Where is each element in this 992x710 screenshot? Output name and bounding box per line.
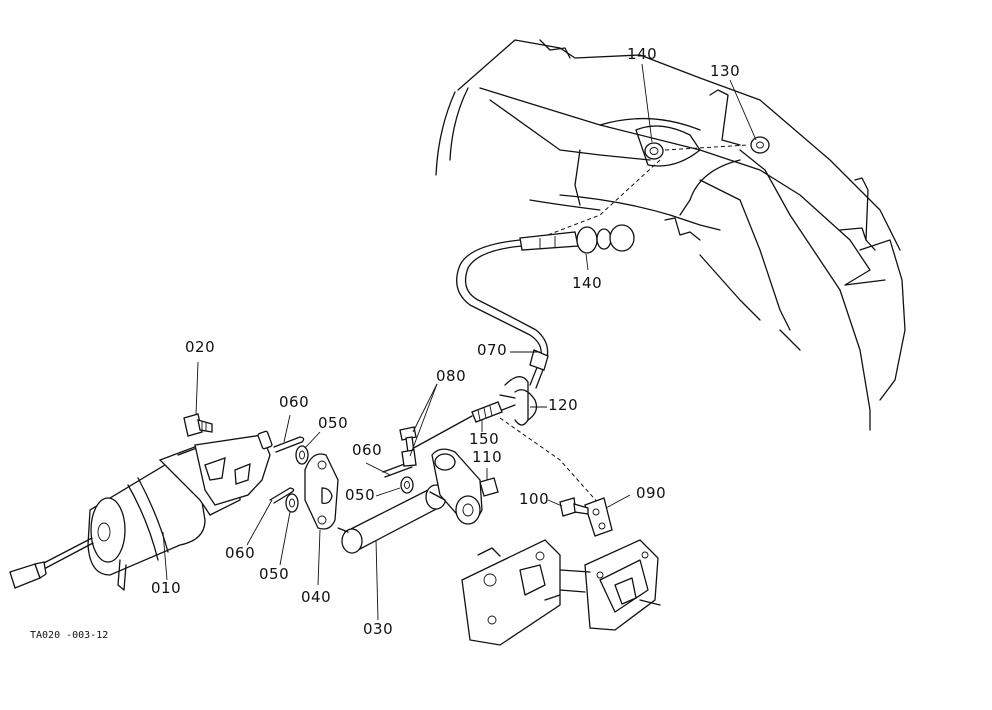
- callout-120: 120: [548, 396, 579, 414]
- drawing-code: TA020 -003-12: [30, 630, 109, 641]
- bolt-020: [183, 413, 213, 437]
- bolt-080: [399, 426, 417, 467]
- callout-010: 010: [151, 579, 182, 597]
- clamp-120: [499, 376, 538, 426]
- callout-150: 150: [469, 430, 500, 448]
- callout-050-middle: 050: [345, 486, 376, 504]
- callout-100: 100: [519, 490, 550, 508]
- callout-110: 110: [472, 448, 503, 466]
- callout-050-upper: 050: [318, 414, 349, 432]
- callout-060-lower: 060: [225, 544, 256, 562]
- cotter-pin-060-upper: [273, 436, 305, 453]
- callout-080: 080: [436, 367, 467, 385]
- cotter-pin-060-lower: [269, 487, 295, 504]
- callout-030: 030: [363, 620, 394, 638]
- washer-050-upper: [295, 445, 309, 465]
- lever-arm: [429, 448, 499, 525]
- cable-070: [456, 224, 635, 389]
- link-plate-040: [304, 453, 339, 530]
- callout-090: 090: [636, 484, 667, 502]
- callout-060-upper: 060: [279, 393, 310, 411]
- callout-050-lower: 050: [259, 565, 290, 583]
- bracket-090: [584, 497, 613, 537]
- callout-130: 130: [710, 62, 741, 80]
- callout-070: 070: [477, 341, 508, 359]
- washer-130: [750, 136, 770, 154]
- callout-040: 040: [301, 588, 332, 606]
- leader-lines: [162, 63, 757, 621]
- callout-140-upper: 140: [627, 45, 658, 63]
- nut-140-upper: [644, 142, 664, 160]
- mounting-plate: [461, 539, 561, 646]
- callout-060-middle: 060: [352, 441, 383, 459]
- motor-010: [9, 430, 273, 591]
- vehicle-body-outline: [435, 39, 906, 431]
- washer-050-lower: [285, 493, 299, 513]
- cable-end-150: [409, 401, 516, 451]
- callout-140-lower: 140: [572, 274, 603, 292]
- washer-050-right: [400, 476, 414, 494]
- bolt-100: [559, 497, 589, 517]
- rod-030: [337, 484, 447, 554]
- pump-housing: [559, 539, 661, 631]
- callout-020: 020: [185, 338, 216, 356]
